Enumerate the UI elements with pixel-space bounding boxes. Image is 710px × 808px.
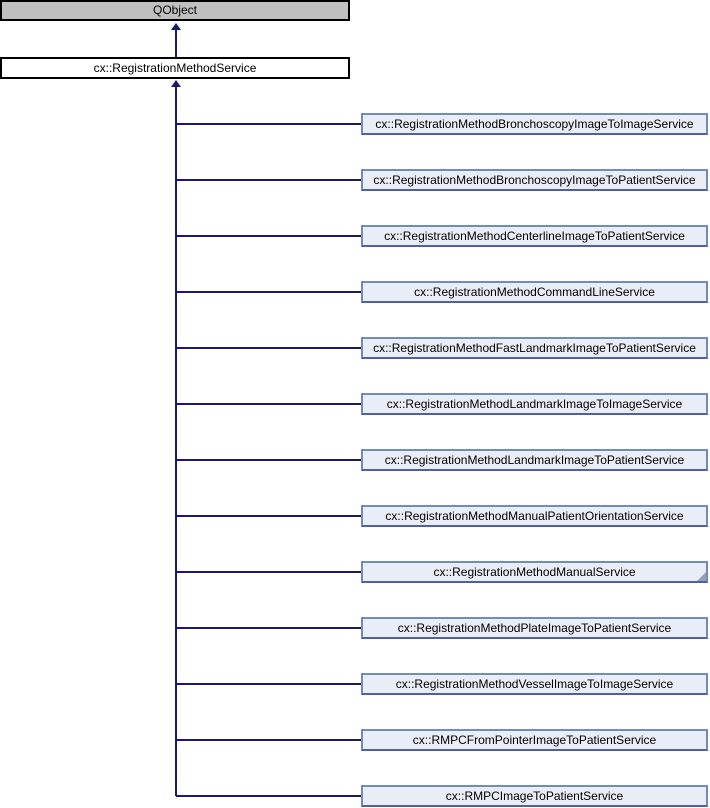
inheritance-edge-branch bbox=[176, 739, 361, 741]
derived-class-node[interactable]: cx::RegistrationMethodCommandLineService bbox=[361, 281, 708, 303]
inheritance-edge-branch bbox=[176, 795, 361, 797]
inheritance-edge-branch bbox=[176, 291, 361, 293]
derived-class-node[interactable]: cx::RegistrationMethodBronchoscopyImageT… bbox=[361, 169, 708, 191]
derived-class-node[interactable]: cx::RegistrationMethodManualService bbox=[361, 561, 708, 583]
derived-class-node[interactable]: cx::RegistrationMethodVesselImageToImage… bbox=[361, 673, 708, 695]
derived-class-node[interactable]: cx::RegistrationMethodLandmarkImageToPat… bbox=[361, 449, 708, 471]
inheritance-edge-branch bbox=[176, 683, 361, 685]
inheritance-edge-branch bbox=[176, 179, 361, 181]
inheritance-edge-branch bbox=[176, 123, 361, 125]
inheritance-edge-vertical bbox=[175, 29, 177, 57]
derived-class-node[interactable]: cx::RMPCImageToPatientService bbox=[361, 785, 708, 807]
inheritance-arrowhead bbox=[171, 23, 181, 30]
inheritance-arrowhead bbox=[171, 80, 181, 87]
derived-class-node[interactable]: cx::RegistrationMethodLandmarkImageToIma… bbox=[361, 393, 708, 415]
derived-class-node[interactable]: cx::RegistrationMethodBronchoscopyImageT… bbox=[361, 113, 708, 135]
derived-class-node[interactable]: cx::RegistrationMethodFastLandmarkImageT… bbox=[361, 337, 708, 359]
derived-class-node[interactable]: cx::RegistrationMethodPlateImageToPatien… bbox=[361, 617, 708, 639]
inheritance-edge-branch bbox=[176, 571, 361, 573]
derived-class-node[interactable]: cx::RegistrationMethodManualPatientOrien… bbox=[361, 505, 708, 527]
inheritance-edge-branch bbox=[176, 235, 361, 237]
inheritance-edge-branch bbox=[176, 347, 361, 349]
inheritance-edge-branch bbox=[176, 515, 361, 517]
inheritance-edge-branch bbox=[176, 459, 361, 461]
class-node-registration-method-service: cx::RegistrationMethodService bbox=[0, 57, 350, 79]
derived-class-node[interactable]: cx::RegistrationMethodCenterlineImageToP… bbox=[361, 225, 708, 247]
inheritance-edge-branch bbox=[176, 627, 361, 629]
derived-class-node[interactable]: cx::RMPCFromPointerImageToPatientService bbox=[361, 729, 708, 751]
inheritance-edge-branch bbox=[176, 403, 361, 405]
class-node-qobject: QObject bbox=[0, 0, 350, 21]
inheritance-edge-trunk bbox=[175, 86, 177, 796]
truncated-children-indicator-icon bbox=[697, 572, 706, 581]
